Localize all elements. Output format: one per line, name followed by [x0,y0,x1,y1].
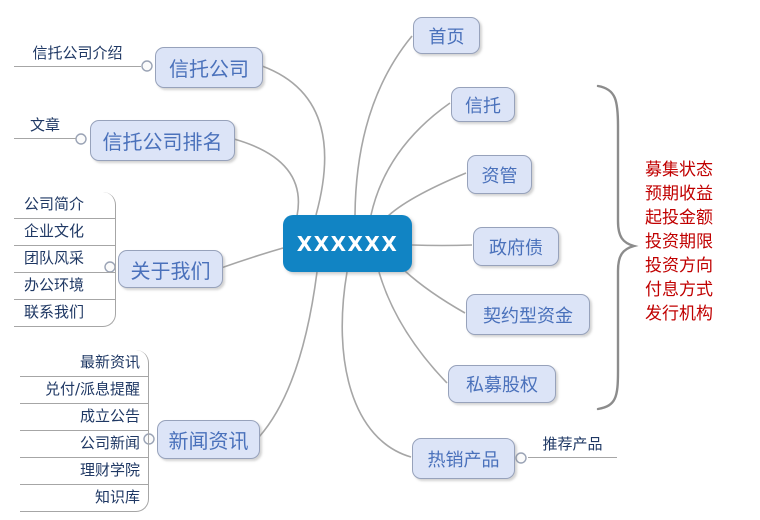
list-item[interactable]: 团队风采 [14,246,115,273]
list-item[interactable]: 联系我们 [24,303,85,321]
note-trust-company-intro[interactable]: 信托公司介绍 [14,42,141,67]
annotation-line: 预期收益 [645,184,713,204]
annotation-line: 起投金额 [645,208,713,228]
edge-trust [370,102,451,216]
curly-brace [596,84,639,411]
edge-contract-fund [404,270,466,314]
connector-dot [515,452,527,464]
node-private-equity[interactable]: 私募股权 [448,365,556,403]
list-item[interactable]: 办公环境 [14,273,115,300]
list-item[interactable]: 兑付/派息提醒 [20,377,148,404]
annotation-line: 投资期限 [645,232,713,252]
connector-dot [141,60,153,72]
product-attributes: 募集状态 预期收益 起投金额 投资期限 投资方向 付息方式 发行机构 [645,158,745,326]
edge-trust-company [261,65,326,216]
node-news[interactable]: 新闻资讯 [157,420,260,459]
node-hot-products[interactable]: 热销产品 [412,438,515,479]
node-trust-company[interactable]: 信托公司 [155,47,263,88]
note-article[interactable]: 文章 [14,114,76,139]
list-item[interactable]: 企业文化 [14,219,115,246]
edge-hot-products [341,271,412,458]
annotation-line: 投资方向 [645,256,713,276]
node-contract-fund[interactable]: 契约型资金 [466,294,590,335]
center-node[interactable]: XXXXXX [283,215,412,272]
news-children: 最新资讯 兑付/派息提醒 成立公告 公司新闻 理财学院 知识库 [20,350,149,512]
edge-about-us [220,247,284,269]
list-item[interactable]: 成立公告 [20,404,148,431]
connector-dot [75,133,87,145]
note-recommend-products[interactable]: 推荐产品 [528,433,617,458]
connector-dot [143,433,155,445]
list-item[interactable]: 最新资讯 [20,350,148,377]
node-gov-bond[interactable]: 政府债 [473,227,559,266]
list-item[interactable]: 知识库 [94,488,140,506]
edge-private-equity [378,271,448,384]
edge-home [354,35,413,216]
node-asset-mgmt[interactable]: 资管 [467,155,532,194]
edge-gov-bond [411,244,473,247]
list-item[interactable]: 公司简介 [14,192,115,219]
annotation-line: 付息方式 [645,280,713,300]
edge-trust-ranking [233,138,300,217]
list-item[interactable]: 理财学院 [20,458,148,485]
list-item[interactable]: 公司新闻 [20,431,148,458]
node-trust-ranking[interactable]: 信托公司排名 [90,120,235,161]
node-home[interactable]: 首页 [413,17,480,54]
node-trust[interactable]: 信托 [451,87,515,122]
edge-news [258,271,318,438]
annotation-line: 募集状态 [645,160,713,180]
node-about-us[interactable]: 关于我们 [118,250,223,288]
about-us-children: 公司简介 企业文化 团队风采 办公环境 联系我们 [14,192,116,327]
edge-asset-mgmt [385,172,467,219]
annotation-line: 发行机构 [645,304,713,324]
